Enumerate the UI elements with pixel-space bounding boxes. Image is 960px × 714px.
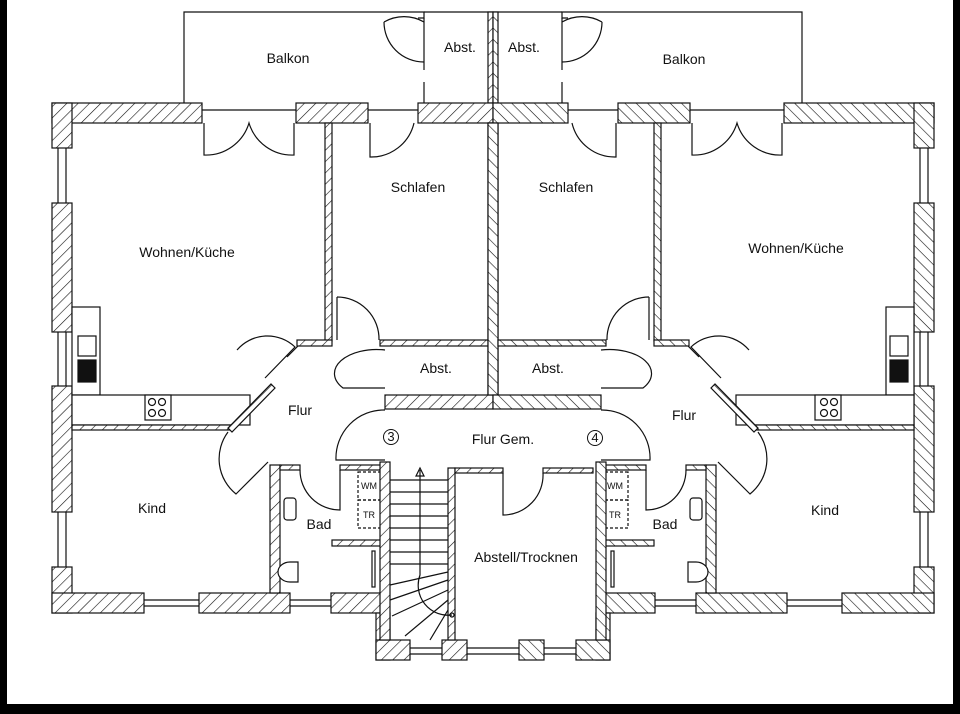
- room-label-kind-right: Kind: [810, 502, 840, 518]
- door-arc: [369, 122, 415, 158]
- wall: [384, 394, 494, 410]
- door-arc: [299, 469, 341, 511]
- wall: [269, 464, 281, 594]
- room-label-abst-mid-left: Abst.: [420, 360, 452, 376]
- sink-icon: [77, 335, 97, 357]
- unit-number-3: 3: [383, 429, 399, 445]
- wall: [379, 461, 391, 641]
- wall: [279, 464, 301, 471]
- wall: [441, 639, 468, 661]
- unit-number-4: 4: [587, 430, 603, 446]
- room-label-kind-left: Kind: [137, 500, 167, 516]
- room-label-bad-left: Bad: [306, 516, 332, 532]
- room-label-wohnen-left: Wohnen/Küche: [139, 244, 235, 260]
- room-label-abst-mid-right: Abst.: [532, 360, 564, 376]
- wall: [51, 592, 145, 614]
- wall: [330, 592, 387, 614]
- room-label-wohnen-right: Wohnen/Küche: [748, 240, 844, 256]
- wall: [227, 383, 276, 433]
- room-label-abstell: Abstell/Trocknen: [474, 549, 578, 565]
- staircase: [389, 466, 594, 641]
- door-arc: [335, 409, 386, 461]
- room-label-flur-right: Flur: [671, 407, 697, 423]
- wall: [339, 464, 386, 471]
- label-wm-left: WM: [361, 481, 377, 491]
- room-label-abst-top-left: Abst.: [444, 39, 476, 55]
- wall: [71, 424, 233, 431]
- wall: [379, 339, 489, 347]
- wall: [51, 202, 73, 333]
- label-tr-left: TR: [363, 510, 375, 520]
- wall: [295, 102, 369, 124]
- wall: [51, 385, 73, 513]
- door-arc: [383, 16, 425, 63]
- wall: [324, 122, 333, 342]
- shower-icon: [371, 550, 376, 588]
- room-label-flur-left: Flur: [287, 402, 313, 418]
- wall: [51, 102, 203, 124]
- room-label-schlafen-left: Schlafen: [390, 179, 446, 195]
- room-label-balkon-right: Balkon: [662, 51, 706, 67]
- room-label-flur-gem: Flur Gem.: [471, 431, 535, 447]
- room-label-schlafen-right: Schlafen: [538, 179, 594, 195]
- room-label-balkon-left: Balkon: [266, 50, 310, 66]
- wall: [417, 102, 494, 124]
- plan-sheet: Balkon Abst. Abst. Balkon Schlafen Schla…: [7, 0, 953, 704]
- washbasin-icon: [283, 497, 297, 521]
- wall: [487, 11, 494, 104]
- dishwasher-icon: [77, 359, 97, 383]
- wall: [375, 639, 411, 661]
- label-tr-right: TR: [609, 510, 621, 520]
- room-label-bad-right: Bad: [652, 516, 678, 532]
- wall: [51, 102, 73, 149]
- toilet-icon: [277, 561, 299, 583]
- label-wm-right: WM: [607, 481, 623, 491]
- wall: [198, 592, 291, 614]
- floor-plan-drawing: [51, 11, 935, 661]
- wall: [331, 539, 386, 547]
- door-arc: [218, 431, 269, 495]
- balcony-door: [203, 120, 295, 156]
- dryer-box: [357, 499, 384, 529]
- door-arc: [333, 348, 386, 389]
- stove-icon: [144, 394, 172, 421]
- wall: [296, 339, 333, 347]
- room-label-abst-top-right: Abst.: [508, 39, 540, 55]
- door-arc: [502, 472, 544, 516]
